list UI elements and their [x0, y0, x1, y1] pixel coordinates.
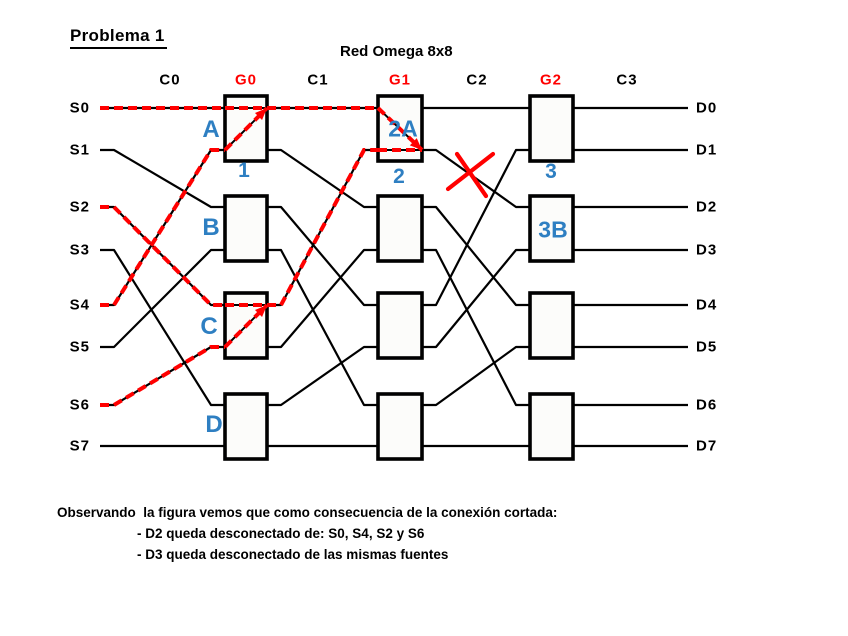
stage-number-3: 3 — [545, 160, 557, 183]
switch-box-stage1-1 — [376, 194, 424, 263]
wire-c2-6 — [422, 345, 530, 407]
red-arrowhead-icon — [409, 138, 422, 150]
switch-inner-label-3B: 3B — [538, 216, 568, 243]
source-label-S1: S1 — [69, 141, 90, 159]
column-label-G0: G0 — [234, 71, 258, 89]
destination-label-D0: D0 — [696, 99, 718, 117]
source-label-S0: S0 — [69, 99, 90, 117]
switch-box-stage2-3 — [528, 392, 575, 461]
red-arrowhead-icon — [254, 108, 267, 121]
destination-label-D5: D5 — [696, 338, 718, 356]
diagram-title: Red Omega 8x8 — [340, 43, 453, 60]
source-label-S6: S6 — [69, 396, 90, 414]
switch-letter-C: C — [200, 313, 218, 340]
switch-box-stage1-3 — [376, 392, 424, 461]
wire-c1-2 — [267, 205, 378, 307]
switch-letter-A: A — [202, 116, 220, 143]
switch-box-stage0-1 — [223, 194, 269, 263]
source-label-S4: S4 — [69, 296, 90, 314]
switch-box-stage2-0 — [528, 94, 575, 163]
footer-note: Observando la figura vemos que como cons… — [57, 502, 557, 565]
wire-c0-1 — [100, 148, 225, 209]
wire-c2-5 — [422, 248, 530, 349]
column-label-G2: G2 — [539, 71, 563, 89]
destination-label-D7: D7 — [696, 437, 718, 455]
footer-line-2: - D2 queda desconectado de: S0, S4, S2 y… — [137, 526, 425, 541]
switch-box-stage2-2 — [528, 291, 575, 360]
source-label-S7: S7 — [69, 437, 90, 455]
column-label-G1: G1 — [388, 71, 412, 89]
column-label-C1: C1 — [307, 71, 329, 89]
wire-c1-5 — [267, 248, 378, 349]
wire-c2-2 — [422, 205, 530, 307]
switch-letter-B: B — [202, 214, 220, 241]
footer-line-3: - D3 queda desconectado de las mismas fu… — [137, 547, 449, 562]
red-path-c0-6 — [100, 345, 225, 407]
wire-c1-6 — [267, 345, 378, 407]
wire-c2-3 — [422, 248, 530, 407]
switch-letter-D: D — [205, 411, 223, 438]
source-label-S3: S3 — [69, 241, 90, 259]
switch-inner-label-2A: 2A — [388, 115, 418, 142]
cut-x-icon — [445, 151, 496, 192]
destination-label-D3: D3 — [696, 241, 718, 259]
wire-c0-3 — [100, 248, 225, 407]
switch-box-stage0-3 — [223, 392, 269, 461]
wire-c0-5 — [100, 248, 225, 349]
destination-label-D6: D6 — [696, 396, 718, 414]
red-arrowhead-icon — [254, 305, 267, 318]
destination-label-D1: D1 — [696, 141, 718, 159]
page-title: Problema 1 — [70, 26, 167, 49]
column-label-C2: C2 — [466, 71, 488, 89]
destination-label-D2: D2 — [696, 198, 718, 216]
wire-c2-4 — [422, 148, 530, 307]
red-path-c0-2 — [100, 205, 225, 307]
red-path-c1-4 — [267, 148, 378, 307]
red-path-c0-4 — [100, 148, 225, 307]
column-label-C3: C3 — [616, 71, 638, 89]
switch-box-stage1-2 — [376, 291, 424, 360]
footer-line-1: Observando la figura vemos que como cons… — [57, 505, 558, 520]
column-label-C0: C0 — [159, 71, 181, 89]
cut-x-icon — [454, 151, 489, 199]
switch-box-stage2-1 — [528, 194, 575, 263]
source-label-S2: S2 — [69, 198, 90, 216]
stage-number-2: 2 — [393, 165, 405, 188]
wire-c1-1 — [267, 148, 378, 209]
source-label-S5: S5 — [69, 338, 90, 356]
stage-number-1: 1 — [238, 159, 250, 182]
wire-c1-3 — [267, 248, 378, 407]
destination-label-D4: D4 — [696, 296, 718, 314]
